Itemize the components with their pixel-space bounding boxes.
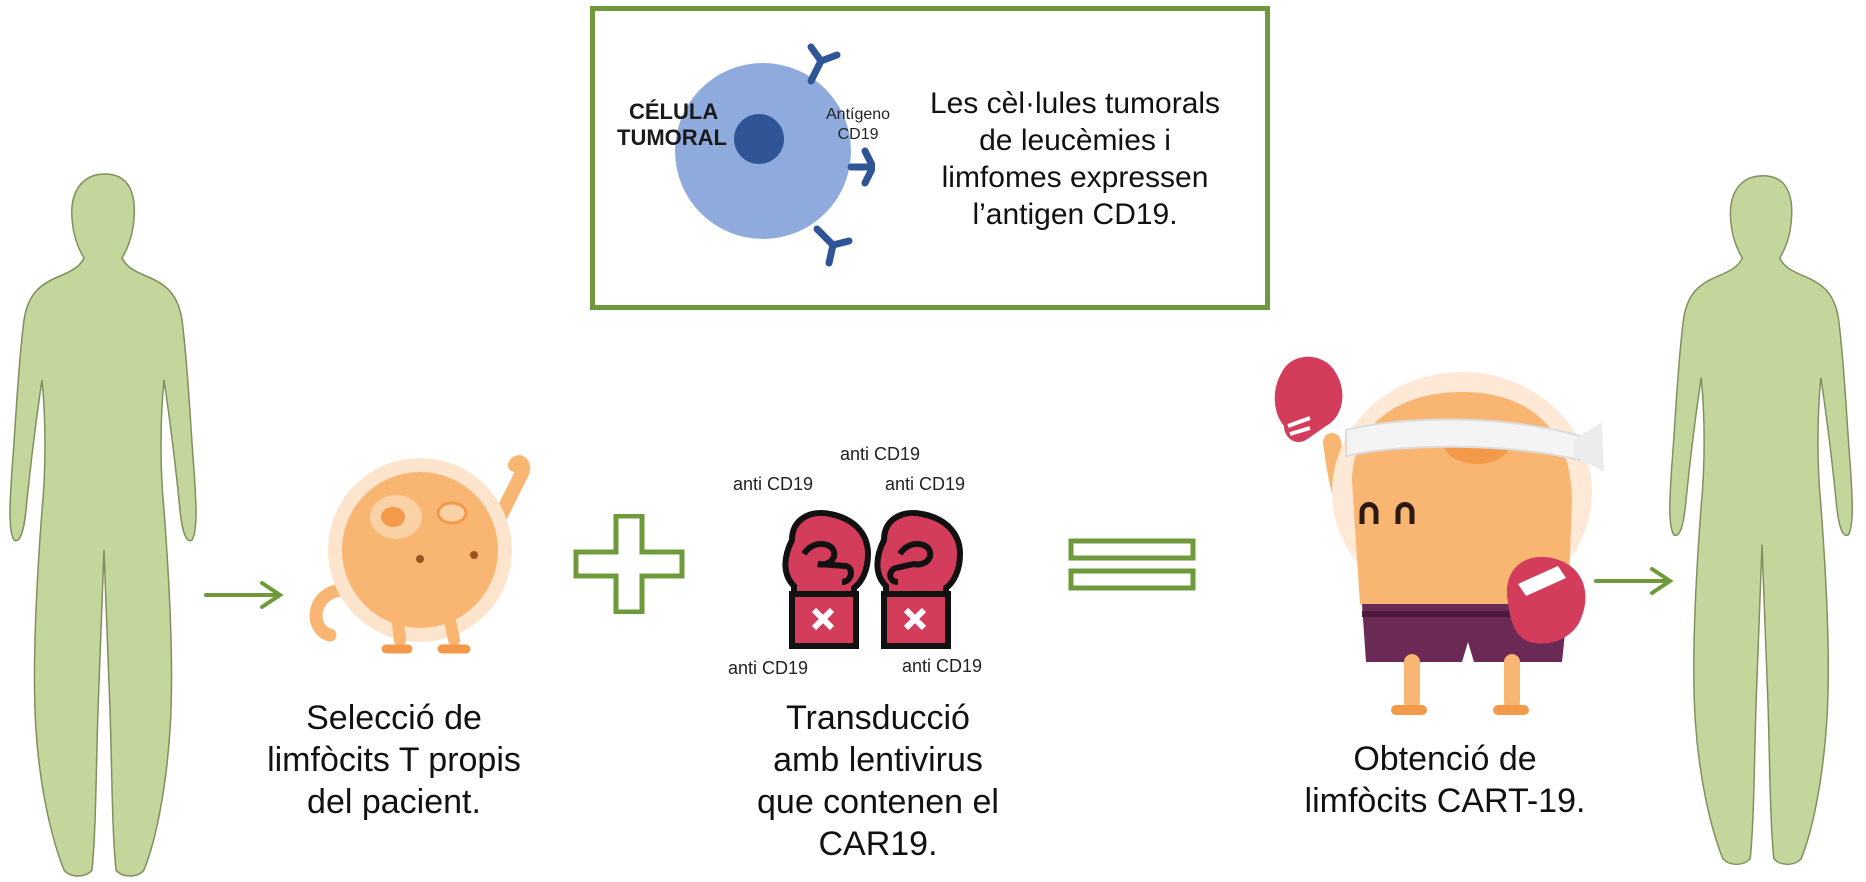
step1-caption-line2: limfòcits T propis [267,741,521,779]
step2-caption: Transducció amb lentivirus que contenen … [728,697,1028,865]
patient-silhouette-right [1669,174,1853,866]
anti-cd19-label-top: anti CD19 [840,444,921,464]
anti-cd19-label-top-left: anti CD19 [733,474,814,494]
step3-caption-line1: Obtenció de [1353,740,1537,778]
cart19-boxer-illustration [1274,356,1604,715]
lymphocyte-illustration [309,455,531,654]
info-text: Les cèl·lules tumorals de leucèmies i li… [925,85,1225,233]
glove-left [782,510,872,649]
info-text-line4: l’antigen CD19. [972,198,1178,231]
arrow-right-icon-left [204,581,284,609]
car19-gloves-illustration [782,510,964,649]
step2-caption-line2: amb lentivirus [773,741,983,779]
step1-caption-line3: del pacient. [307,783,481,821]
cell-title: CÉLULA TUMORAL [617,99,727,151]
info-text-line1: Les cèl·lules tumorals [929,87,1221,120]
info-text-line3: limfomes expressen [941,161,1209,194]
antigen-label-line2: CD19 [837,126,879,143]
step3-caption-line2: limfòcits CART-19. [1304,782,1586,820]
cell-title-line2: TUMORAL [617,125,727,150]
anti-cd19-label-top-right: anti CD19 [885,474,966,494]
plus-icon [573,514,685,614]
step1-caption-line1: Selecció de [306,699,482,737]
tumor-cell-info-box: CÉLULA TUMORAL Antígeno CD19 Les cèl·lul… [590,6,1270,310]
antigen-label-line1: Antígeno [826,106,891,123]
info-text-line2: de leucèmies i [979,124,1171,157]
equals-icon [1068,538,1196,591]
arrow-right-icon-right [1594,567,1674,595]
step1-caption: Selecció de limfòcits T propis del pacie… [234,697,554,823]
cell-title-line1: CÉLULA [629,99,719,124]
step2-caption-line4: CAR19. [818,825,938,863]
antigen-label: Antígeno CD19 [826,105,890,145]
glove-right [874,510,964,649]
step2-caption-line3: que contenen el [757,783,999,821]
step3-caption: Obtenció de limfòcits CART-19. [1270,738,1620,822]
step2-caption-line1: Transducció [786,699,970,737]
anti-cd19-label-bottom-right: anti CD19 [902,656,983,676]
patient-silhouette-left [9,173,197,877]
anti-cd19-label-bottom-left: anti CD19 [728,658,809,678]
tumor-cell-illustration [675,43,875,267]
